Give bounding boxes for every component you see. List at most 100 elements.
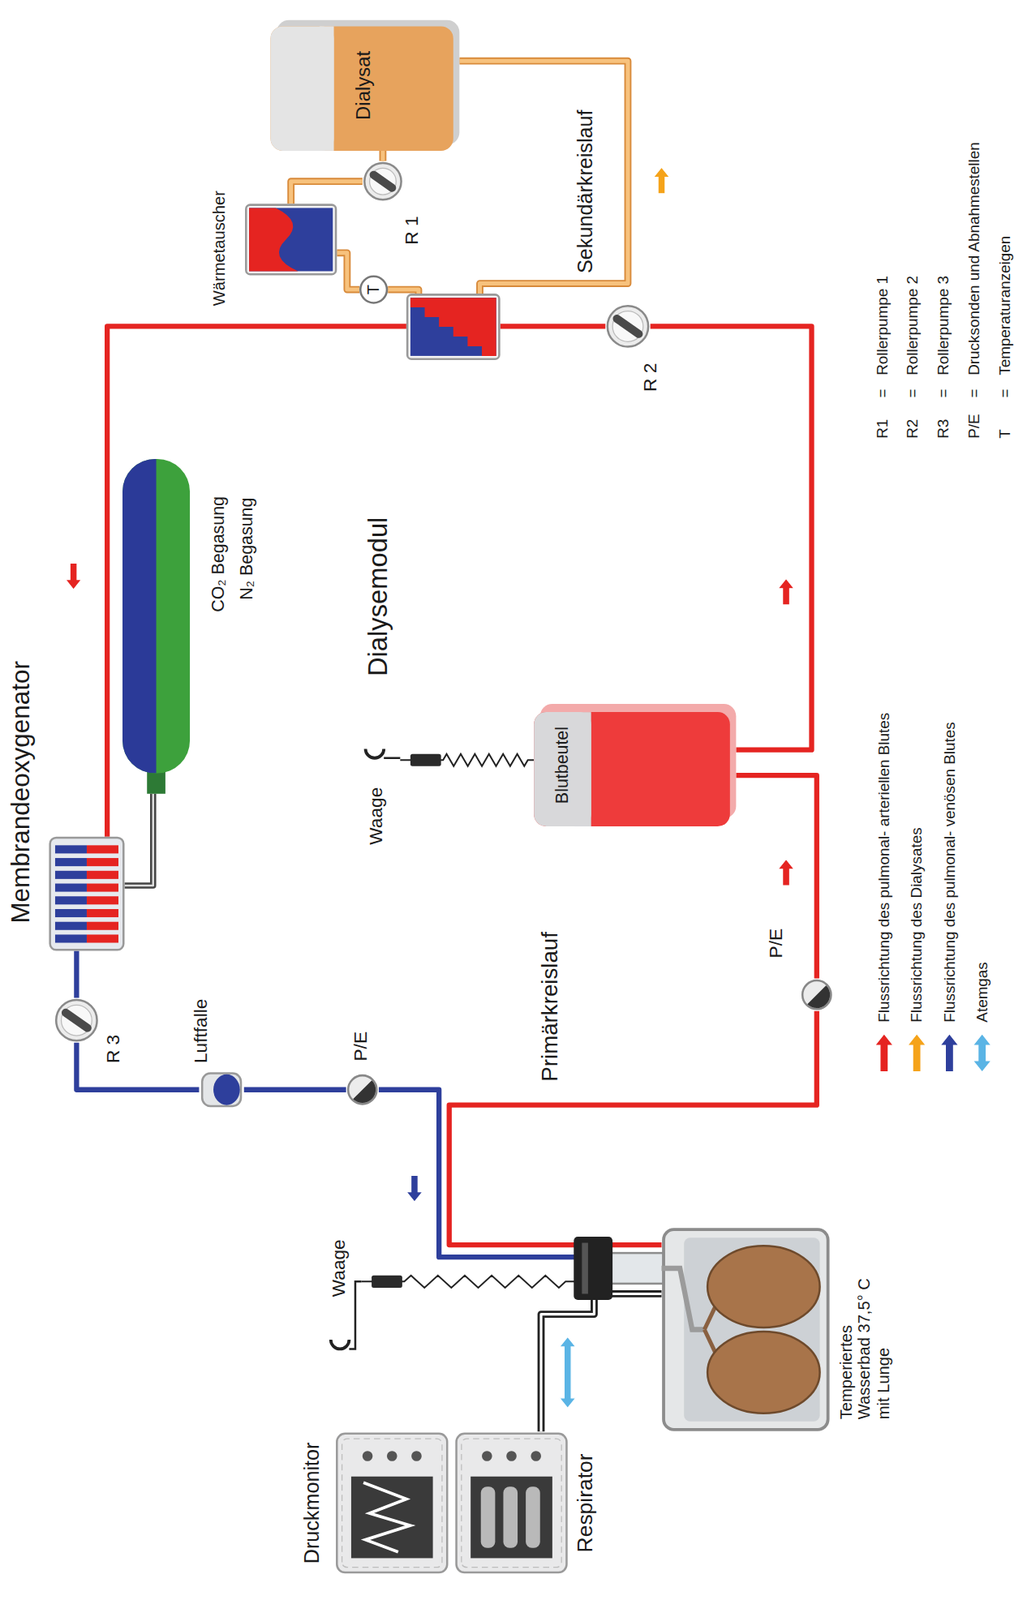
heat-exchanger-icon xyxy=(244,203,337,276)
abbreviation: R3 xyxy=(934,419,953,439)
rect-shape xyxy=(55,934,87,943)
path-shape xyxy=(365,748,385,758)
rect-shape xyxy=(319,25,335,151)
abbreviation: R2 xyxy=(903,419,922,439)
node-label: Luftfalle xyxy=(190,999,212,1064)
rect-shape xyxy=(461,1439,562,1569)
blood-bag: Blutbeutel xyxy=(533,704,736,827)
membrane-oxygenator-icon xyxy=(48,837,125,952)
roller-pump: R 1 xyxy=(362,161,404,202)
path-shape xyxy=(330,1340,350,1350)
pressure-probe-icon xyxy=(800,979,834,1012)
line-shape xyxy=(383,756,400,760)
tube-line xyxy=(124,794,154,886)
circle-shape xyxy=(481,1451,493,1462)
tube-connector xyxy=(449,1011,817,1246)
rect-shape xyxy=(86,845,119,854)
circuit-label: Sekundärkreislauf xyxy=(573,109,598,273)
node-label: T xyxy=(364,275,383,304)
tube-line xyxy=(459,60,628,294)
rect-shape xyxy=(410,297,497,357)
abbreviation-meaning: Rollerpumpe 2 xyxy=(903,275,922,376)
abbreviation-meaning: Drucksonden und Abnahmestellen xyxy=(964,141,983,376)
rect-shape xyxy=(86,858,119,867)
circuit-label: Primärkreislauf xyxy=(537,932,563,1083)
water-bath-icon xyxy=(661,1228,831,1433)
rect-shape xyxy=(55,871,87,880)
flow-arrow xyxy=(777,578,795,606)
tube-line xyxy=(76,1043,199,1091)
tube-connector xyxy=(124,794,154,886)
rect-shape xyxy=(86,884,119,893)
rect-shape xyxy=(336,1434,447,1573)
tube-line xyxy=(380,150,385,162)
tube-line xyxy=(378,1090,662,1258)
legend-text: Atemgas xyxy=(972,962,991,1023)
scale-body xyxy=(410,754,442,767)
node-label: Waage xyxy=(365,787,387,846)
tube-connector xyxy=(459,60,628,294)
tube-connector xyxy=(76,1043,199,1091)
legend-text: Flussrichtung des Dialysates xyxy=(907,827,926,1023)
node-label: CO₂ Begasung xyxy=(208,496,229,613)
roller-pump-icon xyxy=(605,304,650,349)
water-bath: Temperiertes Wasserbad 37,5° C mit Lunge xyxy=(661,1228,831,1433)
node-label: P/E xyxy=(765,928,787,959)
rect-shape xyxy=(55,909,87,918)
tube-connector xyxy=(387,289,419,294)
scale: Waage xyxy=(324,1233,361,1361)
abbreviation: T xyxy=(995,429,1014,439)
rect-shape xyxy=(368,169,399,194)
flow-arrow xyxy=(777,859,795,886)
abbreviation-meaning: Rollerpumpe 1 xyxy=(872,275,891,376)
abbreviation: R1 xyxy=(872,419,891,439)
tube-connector xyxy=(500,326,606,327)
node-label: Druckmonitor xyxy=(300,1431,324,1575)
pressure-monitor: Druckmonitor xyxy=(335,1431,450,1575)
tube-line xyxy=(459,60,628,294)
respirator: Respirator xyxy=(454,1431,569,1575)
dialysate-container: Dialysat xyxy=(270,20,460,151)
circle-shape xyxy=(364,163,401,200)
rect-shape xyxy=(525,1486,541,1549)
ellipse-shape xyxy=(213,1074,241,1106)
roller-pump: R 3 xyxy=(54,997,99,1043)
dialysis-module-icon xyxy=(406,293,501,361)
scale: Waage xyxy=(356,732,400,845)
path-shape xyxy=(807,985,830,1009)
abbreviation-meaning: Rollerpumpe 3 xyxy=(934,275,953,376)
pressure-probe: P/E xyxy=(800,979,834,1012)
roller-pump: R 2 xyxy=(605,304,650,349)
rect-shape xyxy=(502,1486,518,1549)
circle-shape xyxy=(607,305,649,347)
air-trap-icon xyxy=(198,1071,244,1109)
node-label: R 1 xyxy=(401,215,423,245)
rect-shape xyxy=(456,1434,568,1573)
node-label: R 3 xyxy=(103,1035,125,1064)
legend-swatch xyxy=(941,1035,958,1072)
tube-line xyxy=(379,150,387,162)
equals-sign: = xyxy=(872,388,891,398)
flow-arrow xyxy=(653,167,670,194)
node-label: Dialysemodul xyxy=(363,517,395,677)
rect-shape xyxy=(55,845,87,854)
tube-line xyxy=(107,326,407,837)
temperature-gauge: T xyxy=(359,275,388,304)
circle-shape xyxy=(411,1451,422,1462)
rect-shape xyxy=(407,294,499,359)
rect-shape xyxy=(611,313,645,340)
flow-arrow xyxy=(559,1336,576,1409)
rect-shape xyxy=(55,896,87,905)
circle-shape xyxy=(348,1075,377,1105)
tube-line xyxy=(291,181,363,205)
legend-swatch xyxy=(974,1035,991,1072)
polyline-shape xyxy=(661,1268,705,1331)
node-label: Dialysat xyxy=(352,20,374,151)
tube-connector xyxy=(541,1293,662,1432)
air-trap: Luftfalle xyxy=(198,1071,244,1109)
rect-shape xyxy=(86,922,119,931)
rect-shape xyxy=(470,1477,553,1560)
gas-cylinder: CO₂ BegasungN₂ Begasung xyxy=(120,456,193,794)
polygon-shape xyxy=(410,297,497,357)
rect-shape xyxy=(86,896,119,905)
